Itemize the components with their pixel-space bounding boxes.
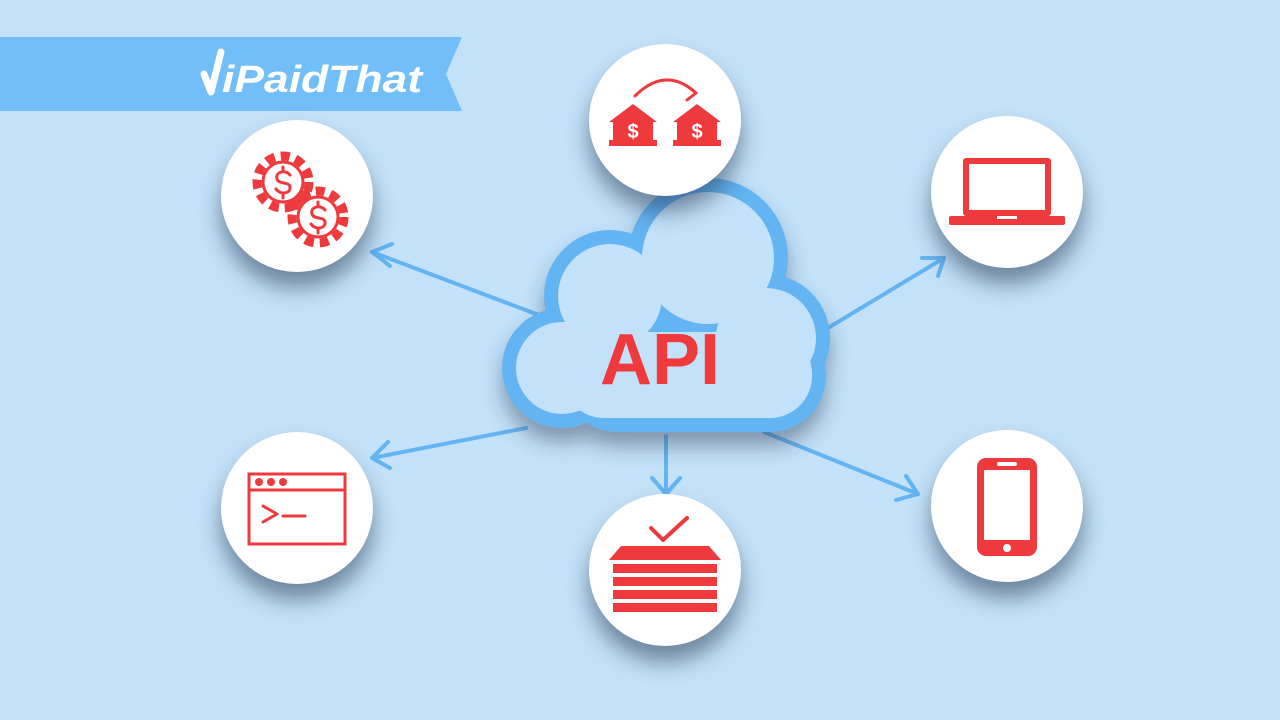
approved-stack-icon [609,513,721,612]
brand-banner: iPaidThat [0,37,462,111]
arrow-to-laptop [816,256,946,336]
bank-transfer-icon: $ $ [609,78,721,146]
transfer-arrow [633,78,698,102]
terminal-window-icon [247,472,347,546]
arrow-to-smartphone [762,430,920,502]
node-approved-stack [589,494,741,646]
bank-icon-left: $ [609,104,657,146]
cloud-shape [502,178,830,432]
node-bank-transfer: $ $ [589,44,741,196]
brand-logo: iPaidThat [222,59,424,101]
arrow-to-gears [370,242,554,322]
svg-text:$: $ [691,121,702,143]
bank-icon-right: $ [673,104,721,146]
node-gears [221,120,373,272]
svg-text:$: $ [627,121,638,143]
hub-label: API [600,320,720,400]
node-terminal [221,432,373,584]
gears-dollar-icon [252,151,349,248]
laptop-icon [949,158,1065,225]
arrow-to-terminal [370,426,528,470]
smartphone-icon [977,458,1037,556]
node-smartphone [931,430,1083,582]
banner-ribbon [0,37,462,111]
logo-check-icon [200,48,225,96]
node-laptop [931,116,1083,268]
